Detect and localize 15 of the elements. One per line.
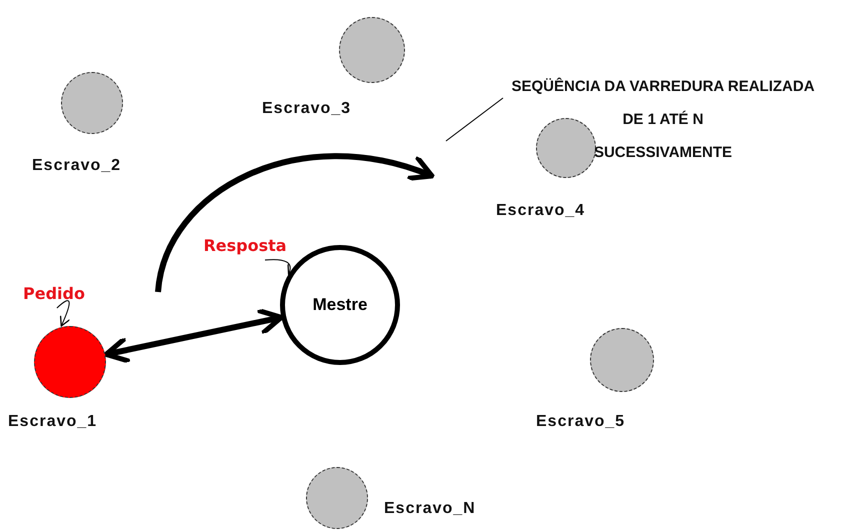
node-label: Escravo_1: [8, 413, 98, 431]
annotation-text: SUCESSIVAMENTE: [594, 144, 732, 161]
annotation-text: Pedido: [23, 284, 85, 303]
node-label: Escravo_4: [496, 202, 586, 220]
leader-arrow: [56, 300, 70, 327]
double-arrow: [104, 308, 284, 364]
node-label: Escravo_5: [536, 413, 626, 431]
node-label: Escravo_N: [384, 500, 476, 518]
annotation-text: DE 1 ATÉ N: [622, 111, 704, 128]
node-label: Escravo_3: [262, 100, 352, 118]
leader-line: [446, 98, 504, 142]
node-text: Mestre: [312, 295, 368, 315]
annotation-text: Resposta: [203, 236, 287, 255]
node-label: Escravo_2: [32, 157, 122, 175]
annotation-text: SEQÜÊNCIA DA VARREDURA REALIZADA: [511, 78, 815, 95]
